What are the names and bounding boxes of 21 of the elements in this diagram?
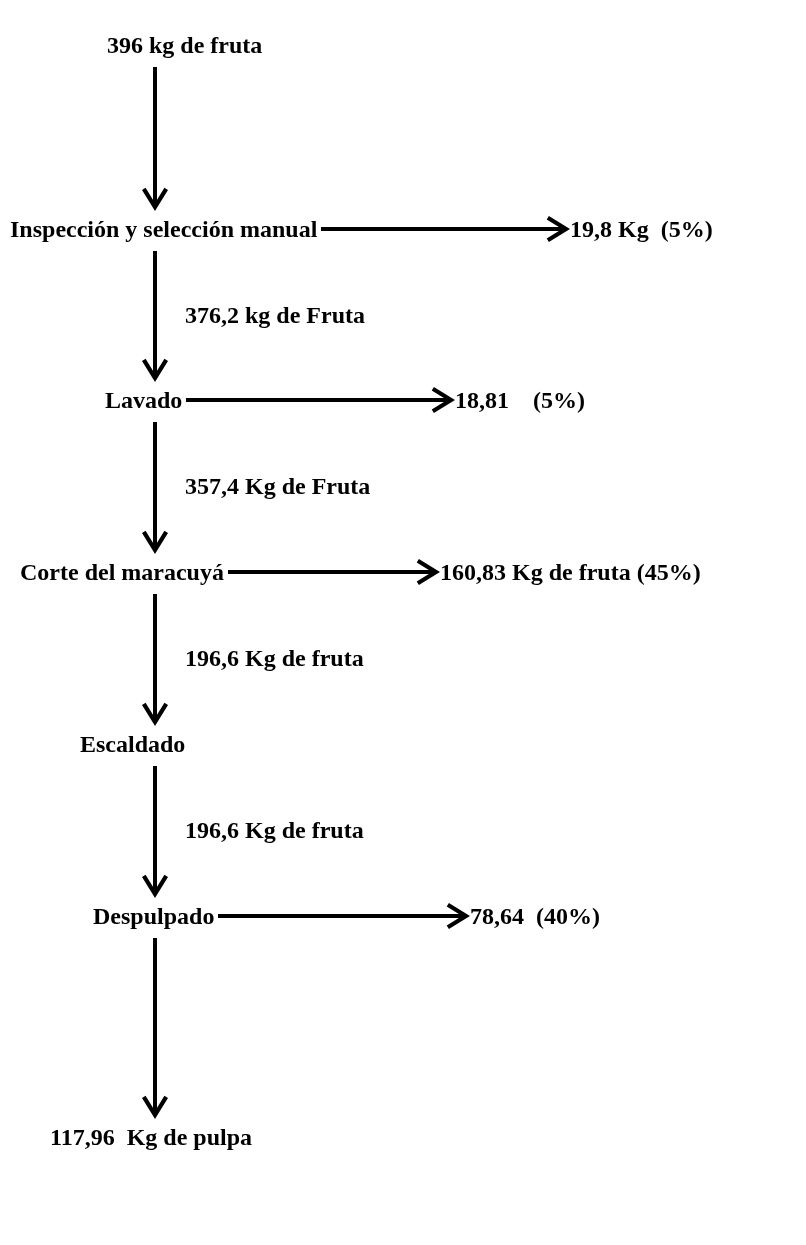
arrow: [141, 422, 169, 553]
arrow: [141, 938, 169, 1118]
step-label: 19,8 Kg (5%): [570, 209, 713, 249]
step-label: Corte del maracuyá: [20, 552, 224, 592]
arrow: [141, 594, 169, 725]
arrow: [321, 215, 569, 243]
step-label: 160,83 Kg de fruta (45%): [440, 552, 701, 592]
step-label: 396 kg de fruta: [107, 25, 263, 65]
arrow: [228, 558, 439, 586]
step-label: Despulpado: [93, 896, 215, 936]
step-label: 18,81 (5%): [455, 380, 585, 420]
arrow: [218, 902, 469, 930]
step-label: 78,64 (40%): [470, 896, 600, 936]
step-label: 117,96 Kg de pulpa: [50, 1117, 253, 1157]
arrow: [141, 67, 169, 210]
arrow: [141, 251, 169, 381]
step-label: Inspección y selección manual: [10, 209, 318, 249]
step-label: Lavado: [105, 380, 183, 420]
arrow: [141, 766, 169, 897]
step-label: Escaldado: [80, 724, 186, 764]
arrow: [186, 386, 454, 414]
